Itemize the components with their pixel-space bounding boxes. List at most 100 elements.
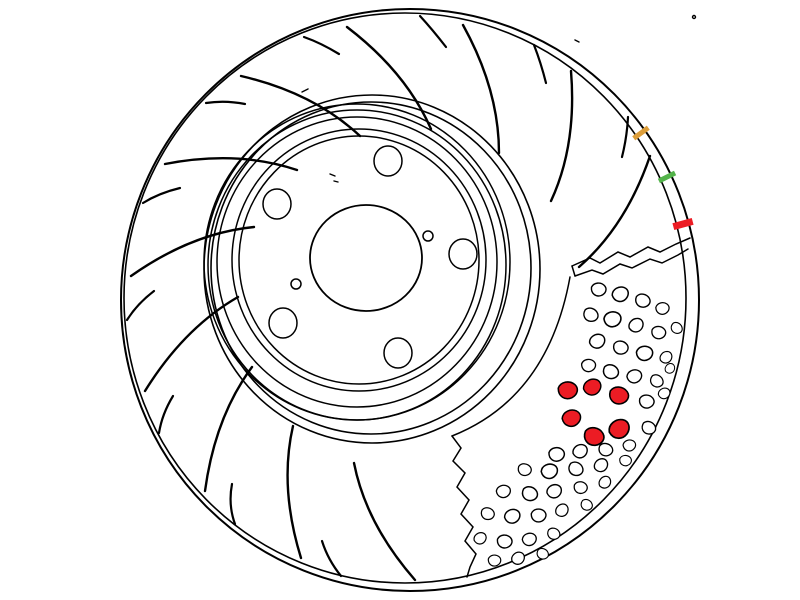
vane [587, 331, 608, 351]
vane [539, 462, 559, 480]
vane [603, 311, 622, 328]
wear-marker-red-tick [672, 218, 694, 230]
highlighted-vane-pillars [555, 376, 633, 450]
speck [329, 173, 336, 177]
vane [502, 507, 522, 526]
vane [622, 439, 637, 452]
vane [617, 453, 634, 468]
lug-hole [262, 188, 292, 220]
vane [662, 361, 678, 376]
wear-marker-orange-tick [632, 125, 650, 141]
speck [574, 39, 580, 43]
rotor-slot [203, 365, 254, 493]
vane [471, 530, 489, 547]
cutaway-top-edge [571, 237, 691, 267]
vane [595, 473, 614, 492]
rim-slot-mark [157, 394, 175, 435]
highlighted-vane [605, 383, 632, 408]
vane [552, 501, 572, 520]
sketch-specks [301, 14, 697, 183]
lug-hole [383, 337, 413, 369]
rim-slot-mark [141, 186, 182, 205]
lug-hole [373, 145, 403, 177]
vane [580, 304, 602, 326]
rotor-slot [143, 295, 240, 393]
vane [632, 290, 653, 311]
vane [508, 549, 528, 568]
vane [546, 445, 567, 464]
rim-slot-mark [418, 14, 448, 49]
set-screw-hole [290, 278, 302, 290]
vane [515, 460, 534, 479]
vane [657, 348, 675, 366]
rotor-rim-inner-line [123, 12, 687, 584]
set-screw-hole [422, 230, 434, 242]
rim-slot-marks [125, 14, 630, 578]
speck [691, 14, 697, 20]
vane [495, 484, 512, 499]
speck [333, 180, 339, 183]
vane [591, 455, 611, 475]
rotor-slot [129, 225, 256, 278]
lug-holes [262, 145, 478, 369]
rotor-linework [120, 8, 700, 592]
vane [521, 532, 538, 547]
highlighted-vane [580, 376, 604, 398]
rim-slot-mark [204, 100, 247, 106]
highlighted-vane [605, 416, 633, 442]
rotor-hat [203, 103, 511, 421]
vane [638, 417, 659, 438]
hub-face-edge [231, 128, 487, 392]
vane [668, 319, 685, 337]
vane [636, 392, 657, 411]
vane [529, 507, 548, 524]
rim-slot-mark [125, 289, 156, 322]
rotor-slots [129, 23, 652, 582]
rotor-slot [577, 154, 652, 269]
lug-hole [268, 307, 298, 339]
rotor-slot [549, 69, 574, 203]
vane [579, 357, 598, 374]
hat-groove [216, 116, 498, 408]
wear-marker-green [657, 170, 677, 184]
set-screw-holes [290, 230, 434, 290]
center-bore [309, 204, 423, 312]
rotor-outer-edge [120, 8, 700, 592]
wear-marker-green-tick [657, 170, 677, 184]
vane [565, 458, 587, 480]
vane [625, 368, 643, 385]
vane [634, 344, 654, 362]
rim-slot-mark [320, 539, 343, 578]
hub-face-edge-2 [238, 135, 480, 385]
cutaway-inner-edge [451, 276, 571, 437]
vane [599, 360, 622, 383]
wear-marker-orange [632, 125, 650, 141]
cutaway-top-edge-2 [574, 248, 689, 277]
cutaway-wedge-apex [571, 265, 576, 277]
cutaway-vane-pillars [471, 280, 685, 568]
speck [301, 88, 309, 93]
vane [589, 280, 609, 299]
vane [656, 386, 672, 401]
vane [495, 532, 515, 551]
vane [486, 553, 503, 568]
vane [478, 504, 497, 523]
vane [649, 323, 668, 342]
rotor-rim [120, 8, 700, 592]
inner-ring-inner [210, 101, 532, 435]
rotor-slot [352, 461, 417, 582]
rotor-slot [163, 157, 299, 172]
lug-hole [448, 238, 478, 270]
vane [544, 525, 563, 543]
vane [534, 545, 551, 563]
vane [544, 482, 564, 501]
rotor-slot [345, 25, 433, 131]
vane [610, 337, 631, 358]
rim-slot-mark [302, 35, 341, 56]
rotor-slot [286, 424, 303, 560]
highlighted-vane [560, 408, 583, 428]
rim-slot-mark [532, 43, 548, 85]
highlighted-vane [555, 379, 580, 402]
vane [518, 482, 541, 505]
